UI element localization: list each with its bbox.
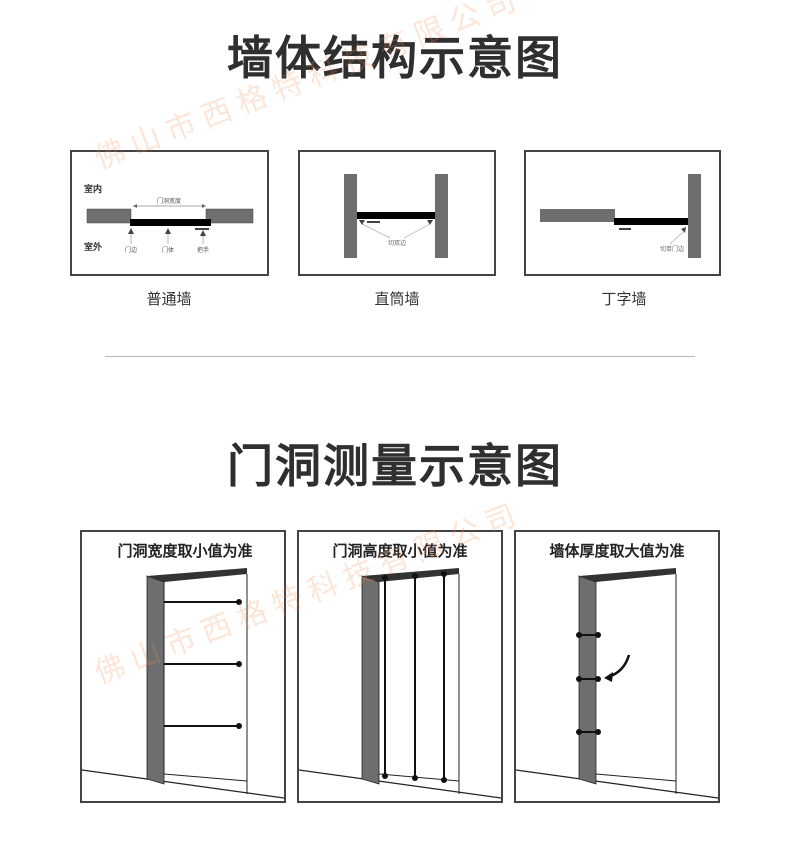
width-measure-diagram: 门洞宽度取小值为准 <box>80 530 286 803</box>
thickness-measure-title: 墙体厚度取大值为准 <box>549 542 684 560</box>
caption-normal-wall: 普通墙 <box>146 290 192 308</box>
diagram-shape <box>165 228 171 234</box>
diagram-shape <box>576 632 601 735</box>
diagram-shape <box>412 573 418 579</box>
height-measure-title: 门洞高度取小值为准 <box>332 542 467 560</box>
diagram-shape <box>614 218 688 225</box>
diagram-shape <box>236 661 242 667</box>
indoor-label: 室内 <box>84 183 102 195</box>
diagram-shape <box>595 773 677 782</box>
diagram-shape <box>576 676 582 682</box>
diagram-shape <box>515 769 719 799</box>
diagram-shape <box>133 204 137 208</box>
diagram-shape <box>540 209 615 222</box>
diagram-shape <box>236 599 242 729</box>
diagram-shape <box>441 777 447 783</box>
diagram-shape <box>576 729 582 735</box>
frame-label: 门边 <box>125 246 137 254</box>
diagram-shape <box>202 204 206 208</box>
diagram-shape <box>412 775 418 781</box>
diagram-shape <box>382 571 447 783</box>
diagram-shape <box>236 723 242 729</box>
diagram-shape <box>382 773 388 779</box>
diagram-shape <box>146 575 165 785</box>
diagram-shape <box>86 208 132 224</box>
diagram-shape <box>579 634 598 733</box>
door-label: 门体 <box>162 246 174 254</box>
diagram-shape <box>681 227 686 233</box>
diagram-shape <box>441 571 447 577</box>
straight-wall-diagram: 切双边 <box>298 150 496 276</box>
diagram-shape <box>205 208 254 224</box>
cut-single-label: 切单门边 <box>660 245 684 253</box>
wall-structure-title: 墙体结构示意图 <box>227 31 563 85</box>
diagram-shape <box>595 632 601 638</box>
caption-t-wall: 丁字墙 <box>601 290 647 308</box>
diagram-shape <box>163 773 248 782</box>
diagram-shape <box>688 174 701 258</box>
diagram-shape <box>81 769 285 799</box>
diagram-shape <box>604 672 613 682</box>
diagram-shape <box>128 228 206 236</box>
door-measure-title: 门洞测量示意图 <box>227 439 563 493</box>
door-body <box>130 219 211 226</box>
diagram-shape <box>595 729 601 735</box>
diagram-shape <box>298 769 502 799</box>
diagram-shape <box>236 599 242 605</box>
diagram-shape <box>435 174 448 258</box>
caption-straight-wall: 直筒墙 <box>374 290 420 308</box>
diagram-shape <box>382 575 388 581</box>
diagram-shape <box>361 223 391 239</box>
width-label: 门洞宽度 <box>157 197 181 205</box>
thickness-measure-diagram: 墙体厚度取大值为准 <box>514 530 720 803</box>
handle-label: 把手 <box>197 246 209 254</box>
diagram-shape <box>147 568 247 582</box>
diagram-shape <box>344 174 357 258</box>
diagram-shape <box>403 223 431 239</box>
diagram-shape <box>427 220 433 225</box>
height-measure-diagram: 门洞高度取小值为准 <box>297 530 503 803</box>
width-measure-title: 门洞宽度取小值为准 <box>117 542 252 560</box>
outdoor-label: 室外 <box>84 241 102 253</box>
diagram-shape <box>384 574 445 780</box>
diagram-shape <box>579 568 676 582</box>
section-divider <box>105 356 695 357</box>
diagram-shape <box>128 228 134 234</box>
diagram-shape <box>378 773 460 782</box>
diagram-shape <box>200 230 206 236</box>
diagram-shape <box>361 575 380 785</box>
cut-both-label: 切双边 <box>388 239 406 247</box>
diagram-shape <box>669 230 685 245</box>
diagram-shape <box>595 676 601 682</box>
diagram-shape <box>357 212 435 219</box>
normal-wall-diagram: 室内 室外 门洞宽度 门边 门体 把手 <box>70 150 269 276</box>
diagram-shape <box>164 601 239 727</box>
diagram-shape <box>576 632 582 638</box>
diagram-shape <box>359 220 365 225</box>
t-wall-diagram: 切单门边 <box>524 150 721 276</box>
